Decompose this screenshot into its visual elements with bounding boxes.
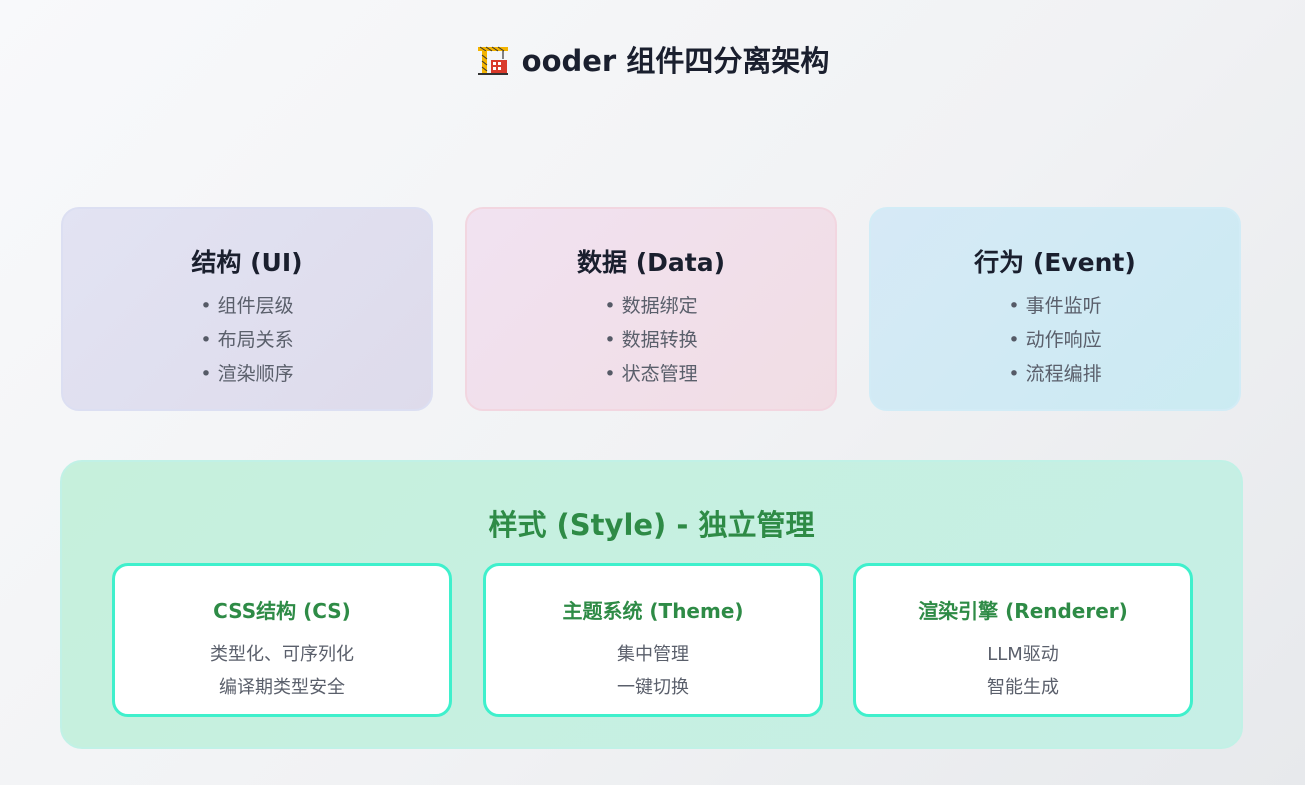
card-heading: 结构 (UI) bbox=[191, 248, 303, 277]
box-line: 智能生成 bbox=[987, 677, 1059, 698]
list-item: •动作响应 bbox=[1008, 329, 1102, 351]
list-item: •数据转换 bbox=[604, 329, 698, 351]
box-heading: 渲染引擎 (Renderer) bbox=[918, 599, 1128, 623]
style-section-title: 样式 (Style) - 独立管理 bbox=[488, 508, 815, 542]
list-item: •渲染顺序 bbox=[200, 363, 294, 385]
card-heading: 数据 (Data) bbox=[577, 248, 725, 277]
css-structure-box: CSS结构 (CS) 类型化、可序列化 编译期类型安全 bbox=[112, 563, 452, 717]
list-item: •布局关系 bbox=[200, 329, 294, 351]
style-section: 样式 (Style) - 独立管理 CSS结构 (CS) 类型化、可序列化 编译… bbox=[60, 460, 1243, 749]
data-card: 数据 (Data) •数据绑定 •数据转换 •状态管理 bbox=[465, 207, 837, 411]
construction-crane-icon bbox=[477, 46, 508, 75]
box-line: LLM驱动 bbox=[987, 644, 1059, 665]
renderer-box: 渲染引擎 (Renderer) LLM驱动 智能生成 bbox=[853, 563, 1193, 717]
box-line: 编译期类型安全 bbox=[219, 677, 345, 698]
page-title: ooder 组件四分离架构 bbox=[0, 38, 1305, 80]
structure-ui-card: 结构 (UI) •组件层级 •布局关系 •渲染顺序 bbox=[61, 207, 433, 411]
list-item: •组件层级 bbox=[200, 295, 294, 317]
theme-system-box: 主题系统 (Theme) 集中管理 一键切换 bbox=[483, 563, 823, 717]
page-title-text: ooder 组件四分离架构 bbox=[521, 44, 830, 78]
list-item: •事件监听 bbox=[1008, 295, 1102, 317]
event-card: 行为 (Event) •事件监听 •动作响应 •流程编排 bbox=[869, 207, 1241, 411]
list-item: •数据绑定 bbox=[604, 295, 698, 317]
box-line: 类型化、可序列化 bbox=[210, 644, 354, 665]
list-item: •流程编排 bbox=[1008, 363, 1102, 385]
box-heading: CSS结构 (CS) bbox=[213, 599, 351, 623]
box-line: 一键切换 bbox=[617, 677, 689, 698]
card-heading: 行为 (Event) bbox=[974, 248, 1136, 277]
box-heading: 主题系统 (Theme) bbox=[562, 599, 744, 623]
list-item: •状态管理 bbox=[604, 363, 698, 385]
box-line: 集中管理 bbox=[617, 644, 689, 665]
